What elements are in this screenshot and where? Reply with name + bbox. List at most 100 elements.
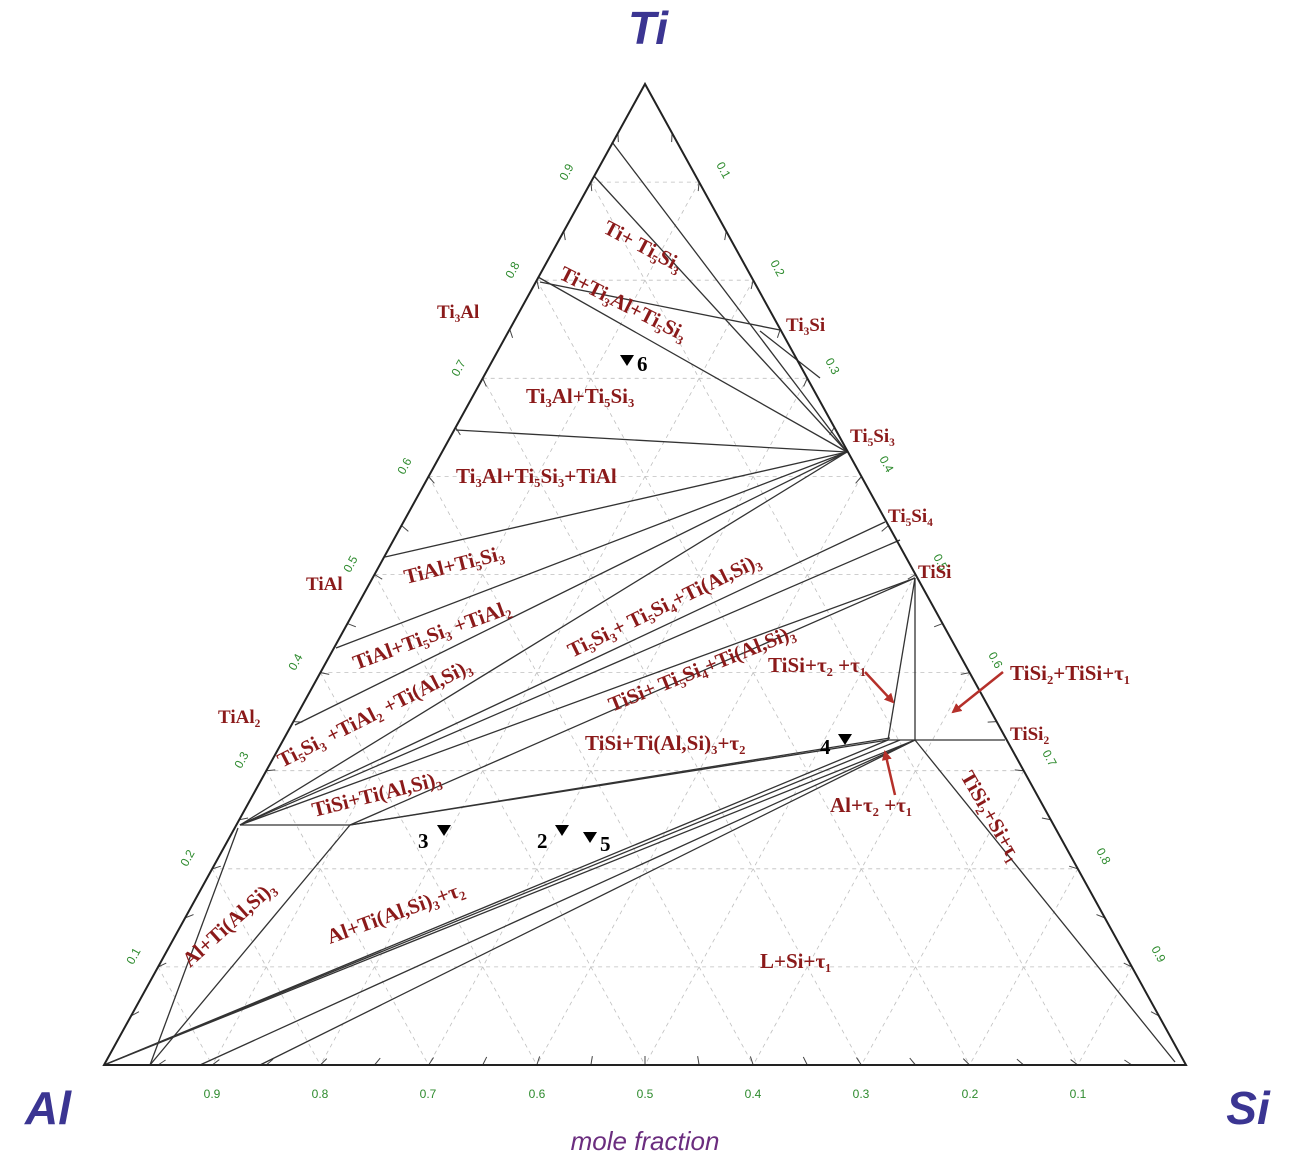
region-label: TiSi+τ₂ +τ₁ <box>768 653 866 677</box>
tick-label: 0.9 <box>204 1087 221 1101</box>
tick-label: 0.1 <box>123 945 143 967</box>
tick-mark <box>320 672 330 675</box>
tick-mark <box>749 1056 754 1066</box>
tick-mark <box>776 329 781 338</box>
phase-label-tisi: TiSi <box>918 562 951 583</box>
tick-label: 0.2 <box>962 1087 979 1101</box>
tick-label: 0.6 <box>985 649 1005 671</box>
phase-label-tial2: TiAl₂ <box>218 707 261 728</box>
grid-line <box>320 280 754 1066</box>
tick-label: 0.3 <box>853 1087 870 1101</box>
tick-label: 0.8 <box>312 1087 329 1101</box>
tick-mark <box>455 427 461 436</box>
grid-line <box>861 770 1025 1066</box>
corner-si: Si <box>1226 1082 1271 1134</box>
grid-line <box>590 181 1079 1066</box>
tick-label: 0.1 <box>713 159 733 181</box>
grid-line <box>1077 966 1133 1066</box>
tick-label: 0.8 <box>1093 845 1113 867</box>
grid-line <box>265 770 429 1066</box>
region-label: Ti₃Al+Ti₅Si₃+TiAl <box>456 464 617 488</box>
point-marker-5 <box>583 832 597 843</box>
tick-label: 0.5 <box>340 553 360 575</box>
tick-mark <box>803 378 808 387</box>
phase-label-ti3al: Ti₃Al <box>437 302 479 323</box>
tick-mark <box>933 623 943 628</box>
grid-line <box>157 966 213 1066</box>
tick-mark <box>536 1056 541 1066</box>
tick-label: 0.2 <box>177 847 197 869</box>
tick-mark <box>266 769 276 772</box>
tick-mark <box>1014 769 1024 772</box>
tick-labels-right: 0.1 0.2 0.3 0.4 0.5 0.6 0.7 0.8 0.9 <box>713 159 1168 965</box>
tick-mark <box>482 1056 488 1066</box>
point-marker-4 <box>838 734 852 745</box>
tick-mark <box>802 1056 808 1066</box>
tick-label: 0.7 <box>1039 747 1059 769</box>
region-label: Ti₅Si₃ +TiAl₂ +Ti(Al,Si)₃ <box>273 654 475 773</box>
tick-mark <box>855 476 862 484</box>
point-marker-6 <box>620 355 634 366</box>
point-label-6: 6 <box>637 352 648 376</box>
region-label: Ti+ Ti₅Si₃ <box>600 215 687 277</box>
region-label: TiSi+Ti(Al,Si)₃+τ₂ <box>585 731 745 755</box>
grid-line <box>374 574 646 1066</box>
tick-mark <box>697 1056 700 1066</box>
tick-mark <box>239 817 249 821</box>
tick-label: 0.9 <box>556 161 576 183</box>
grid-line <box>644 574 916 1066</box>
tick-mark <box>509 329 514 338</box>
phase-label-ti3si: Ti₃Si <box>786 315 825 336</box>
region-label: Ti₃Al+Ti₅Si₃ <box>526 384 634 408</box>
tick-mark <box>881 525 889 532</box>
tick-marks <box>130 133 1160 1066</box>
tick-label: 0.2 <box>767 257 787 279</box>
tick-label: 0.6 <box>529 1087 546 1101</box>
tick-labels-left: 0.1 0.2 0.3 0.4 0.5 0.6 0.7 0.8 0.9 <box>123 161 576 967</box>
tick-mark <box>428 1057 434 1066</box>
tick-mark <box>1041 817 1051 821</box>
phase-labels: Ti₃Al TiAl TiAl₂ Ti₃Si Ti₅Si₃ Ti₅Si₄ TiS… <box>218 302 1049 745</box>
phase-label-tial: TiAl <box>306 574 343 595</box>
tick-label: 0.4 <box>745 1087 762 1101</box>
region-label: TiSi₂+TiSi+τ₁ <box>1010 661 1130 685</box>
tick-mark <box>347 623 357 628</box>
tick-mark <box>960 672 970 675</box>
label-arrows <box>864 671 1004 796</box>
tick-label: 0.5 <box>637 1087 654 1101</box>
tick-mark <box>320 1058 328 1066</box>
tick-label: 0.8 <box>502 259 522 281</box>
point-label-5: 5 <box>600 832 611 856</box>
grid-lines <box>157 181 1133 1066</box>
tick-label: 0.6 <box>394 455 414 477</box>
region-label: Al+Ti(Al,Si)₃+τ₂ <box>324 877 468 949</box>
tick-label: 0.7 <box>448 357 468 379</box>
triangle-outline <box>102 81 1188 1066</box>
phase-label-ti5si3: Ti₅Si₃ <box>850 426 895 447</box>
tick-mark <box>907 574 916 580</box>
grid-line <box>536 280 970 1066</box>
tick-mark <box>750 280 754 290</box>
point-marker-3 <box>437 825 451 836</box>
tick-mark <box>374 574 383 580</box>
tick-mark <box>909 1057 916 1066</box>
point-marker-2 <box>555 825 569 836</box>
tick-mark <box>212 865 221 870</box>
grid-line <box>482 378 862 1066</box>
tick-label: 0.9 <box>1148 943 1168 965</box>
tick-label: 0.1 <box>1070 1087 1087 1101</box>
tick-label: 0.7 <box>420 1087 437 1101</box>
tick-mark <box>856 1057 862 1066</box>
tick-mark <box>962 1058 970 1066</box>
corner-ti: Ti <box>628 2 669 54</box>
grid-line <box>211 181 700 1066</box>
sample-points: 6 4 3 2 5 <box>418 352 852 856</box>
phase-label-ti5si4: Ti₅Si₄ <box>888 506 933 527</box>
region-label: Al+τ₂ +τ₁ <box>830 793 912 817</box>
tick-mark <box>428 476 435 484</box>
tick-mark <box>374 1057 381 1066</box>
phase-label-tisi2: TiSi₂ <box>1010 724 1049 745</box>
tick-label: 0.4 <box>876 453 896 475</box>
region-label: L+Si+τ₁ <box>760 949 831 973</box>
